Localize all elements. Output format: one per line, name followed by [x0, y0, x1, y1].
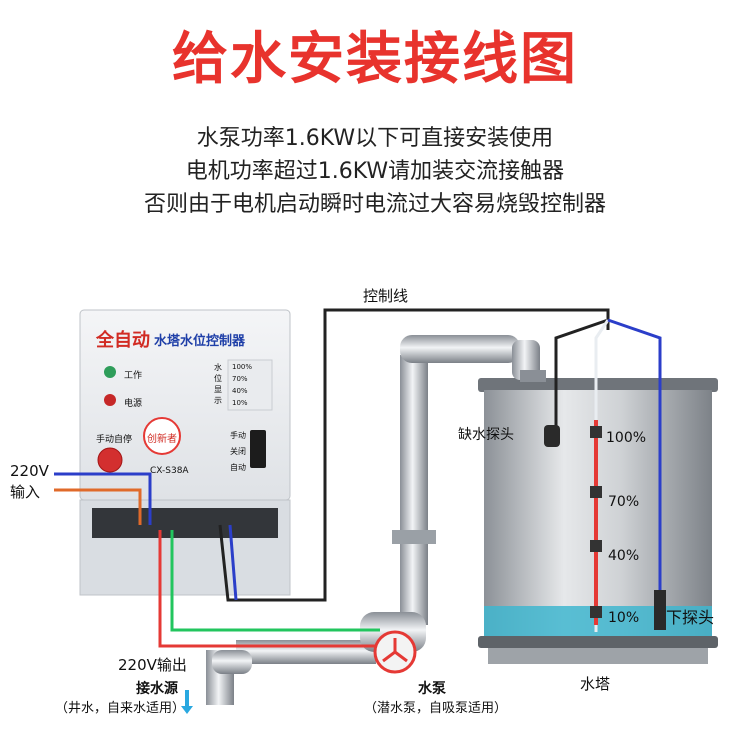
low-water-probe-label: 缺水探头 — [458, 427, 514, 443]
tank-probes — [544, 420, 666, 630]
input-label: 输入 — [10, 483, 41, 501]
controller-model-title: 水塔水位控制器 — [154, 334, 246, 349]
low-water-probe — [544, 425, 560, 447]
controller-level-10: 10% — [232, 399, 248, 407]
mode-switch[interactable] — [250, 430, 266, 468]
pump — [373, 630, 417, 674]
brand-logo — [143, 417, 181, 455]
water-source-label: 接水源 — [136, 681, 178, 697]
probe-marker-100 — [590, 426, 602, 438]
brand-logo-text: 创新者 — [147, 434, 177, 445]
switch-label-auto: 自动 — [230, 463, 246, 472]
lower-probe — [654, 590, 666, 630]
level-display-title: 水位显示 — [214, 363, 222, 405]
wires — [54, 308, 662, 648]
controller-model-number: CX-S38A — [150, 466, 189, 476]
tank-level-40: 40% — [608, 548, 640, 564]
water-pipe — [206, 335, 546, 705]
power-indicator-light — [104, 394, 116, 406]
switch-label-off: 关闭 — [230, 447, 246, 456]
manual-auto-button[interactable] — [97, 447, 123, 473]
probe-marker-70 — [590, 486, 602, 498]
description-line-2: 电机功率超过1.6KW请加装交流接触器 — [185, 159, 565, 184]
controller-level-100: 100% — [232, 363, 253, 371]
input-220v-label: 220V — [10, 462, 49, 480]
control-wire-label: 控制线 — [363, 287, 409, 305]
water-source-note: （井水，自来水适用） — [55, 701, 186, 716]
pump-note: （潜水泵，自吸泵适用） — [364, 701, 508, 716]
controller-level-70: 70% — [232, 375, 248, 383]
description-line-1: 水泵功率1.6KW以下可直接安装使用 — [196, 126, 554, 151]
switch-label-manual: 手动 — [230, 431, 246, 440]
manual-auto-label: 手动自停 — [96, 435, 133, 445]
tank-level-10: 10% — [608, 610, 640, 626]
tank-level-100: 100% — [606, 430, 647, 446]
power-indicator-label: 电源 — [124, 399, 143, 409]
tank-level-70: 70% — [608, 494, 640, 510]
page-title: 给水安装接线图 — [172, 27, 578, 92]
work-indicator-label: 工作 — [124, 371, 143, 381]
controller-box — [79, 309, 291, 596]
lower-probe-label: 下探头 — [666, 608, 715, 627]
tower-label: 水塔 — [580, 675, 611, 693]
output-220v-label: 220V输出 — [118, 656, 187, 674]
controller-brand: 全自动 — [96, 330, 150, 351]
pump-label: 水泵 — [418, 681, 446, 697]
controller-level-40: 40% — [232, 387, 248, 395]
probe-marker-10 — [590, 606, 602, 618]
probe-marker-40 — [590, 540, 602, 552]
work-indicator-light — [104, 366, 116, 378]
description-line-3: 否则由于电机启动瞬时电流过大容易烧毁控制器 — [143, 192, 606, 217]
